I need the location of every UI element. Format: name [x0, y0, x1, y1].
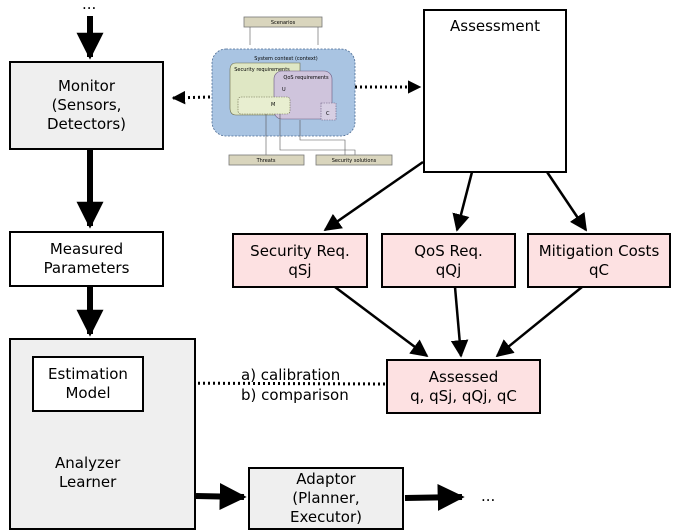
analyzer-line1: Analyzer	[55, 454, 121, 472]
arrow-qos-to-assessed	[450, 286, 469, 358]
security-req-line1: Security Req.	[250, 241, 350, 260]
assessment-title: Assessment	[450, 17, 540, 35]
monitor-line3: Detectors)	[46, 115, 127, 133]
mini-connector-lines	[249, 27, 356, 155]
arrow-assessment-to-qos	[452, 171, 474, 232]
mini-context-label: System context (context)	[254, 56, 317, 62]
assessed-box: Assessed q, qSj, qQj, qC	[386, 359, 541, 414]
estimation-line2: Model	[65, 384, 111, 402]
mini-scenarios-label: Scenarios	[271, 20, 296, 26]
qos-req-line1: QoS Req.	[414, 241, 483, 260]
comparison-label: b) comparison	[241, 386, 349, 404]
calibration-label: a) calibration	[241, 366, 341, 384]
measured-parameters-box: Measured Parameters	[9, 231, 164, 287]
dotted-arrow-to-monitor	[171, 90, 211, 105]
analyzer-line2: Learner	[58, 473, 117, 491]
measured-line2: Parameters	[43, 259, 130, 277]
top-ellipsis: ...	[82, 0, 97, 13]
arrow-assessment-to-mitigation	[539, 162, 588, 232]
assessed-line1: Assessed	[428, 367, 499, 386]
arrow-adaptor-out	[404, 483, 465, 511]
security-req-box: Security Req. qSj	[232, 233, 368, 288]
qos-req-line2: qQj	[435, 260, 462, 279]
assessment-box: Assessment	[423, 9, 567, 173]
adaptor-line1: Adaptor	[296, 470, 356, 488]
monitor-line1: Monitor	[57, 77, 116, 95]
arrow-assessment-to-security	[323, 160, 424, 232]
mitigation-line1: Mitigation Costs	[538, 241, 660, 260]
security-req-line2: qSj	[288, 260, 312, 279]
mitigation-line2: qC	[588, 260, 609, 279]
mini-security-req-label: Security requirements	[234, 67, 290, 73]
mini-m-label: M	[271, 102, 275, 108]
assessed-line2: q, qSj, qQj, qC	[410, 386, 517, 405]
adaptor-line3: Executor)	[290, 508, 362, 526]
measured-line1: Measured	[49, 240, 124, 258]
monitor-line2: (Sensors,	[51, 96, 122, 114]
mini-c-box	[320, 102, 337, 121]
adaptor-box: Adaptor (Planner, Executor)	[248, 467, 404, 530]
arrow-mitigation-to-assessed	[495, 286, 583, 358]
estimation-model-box: Estimation Model	[32, 356, 144, 412]
mini-security-solutions-box	[315, 154, 393, 166]
mini-threats-box	[228, 154, 305, 166]
estimation-line1: Estimation	[48, 365, 128, 383]
qos-req-box: QoS Req. qQj	[381, 233, 516, 288]
arrow-analyzer-to-adaptor	[195, 482, 247, 510]
mini-system-context-diagram: Scenarios System context (context) Secur…	[211, 16, 393, 166]
mini-u-label: U	[282, 87, 286, 93]
monitor-box: Monitor (Sensors, Detectors)	[9, 61, 164, 150]
mini-c-label: C	[326, 111, 330, 117]
mini-scenarios-box	[243, 16, 323, 28]
mini-security-solutions-label: Security solutions	[332, 158, 377, 164]
mitigation-costs-box: Mitigation Costs qC	[527, 233, 671, 288]
mini-qos-req-label: QoS requirements	[283, 75, 329, 81]
right-ellipsis: ...	[481, 487, 496, 505]
arrow-security-to-assessed	[334, 286, 429, 358]
mini-m-box	[237, 96, 291, 115]
adaptor-line2: (Planner,	[292, 489, 360, 507]
mini-threats-label: Threats	[256, 158, 276, 164]
